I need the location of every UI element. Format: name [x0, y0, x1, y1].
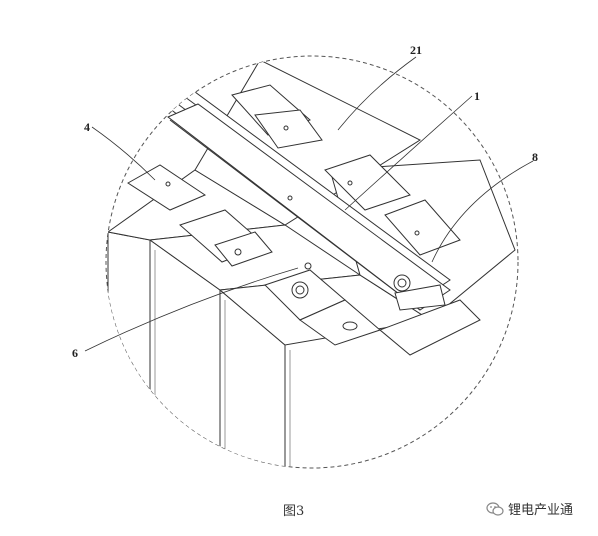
- busbar-rail: [164, 91, 451, 311]
- busbar-connector: [264, 262, 481, 356]
- figure-caption: 图3: [283, 504, 305, 519]
- label-4: 4: [84, 120, 90, 134]
- watermark: 锂电产业通: [486, 499, 573, 518]
- detail-circle: [105, 55, 519, 469]
- watermark-text: 锂电产业通: [508, 503, 574, 518]
- wechat-icon: [486, 501, 504, 516]
- battery-cells: [106, 59, 516, 468]
- terminal-tabs-upper: [231, 84, 461, 256]
- label-1: 1: [474, 89, 480, 103]
- label-6: 6: [72, 346, 78, 360]
- terminal-tabs-left: [127, 164, 273, 267]
- label-8: 8: [532, 150, 538, 164]
- label-21: 21: [410, 43, 422, 57]
- leader-lines: [84, 56, 534, 352]
